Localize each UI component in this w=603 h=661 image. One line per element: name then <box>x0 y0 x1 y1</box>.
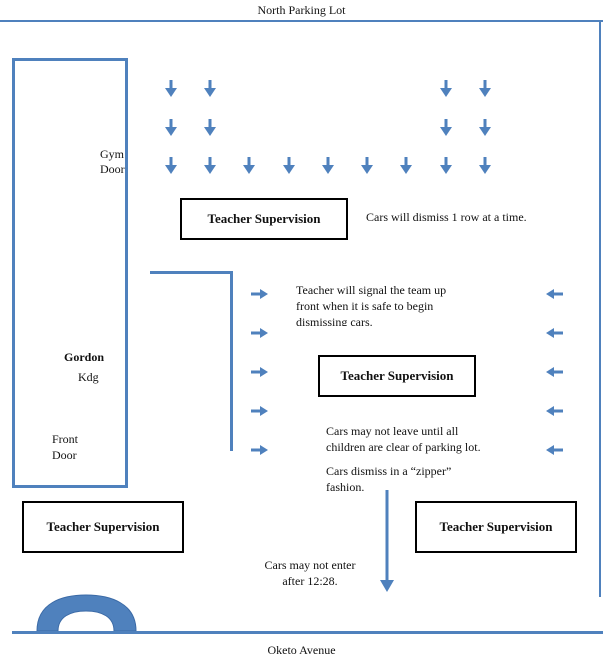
arrow-left-icon <box>546 328 563 338</box>
arrow-right-icon <box>251 328 268 338</box>
north-boundary-line <box>0 20 603 22</box>
signal-note-line2: front when it is safe to begin <box>296 299 434 313</box>
no-enter-note-line1: Cars may not enter <box>264 558 356 572</box>
arrow-right-icon <box>251 367 268 377</box>
arrow-down-icon <box>400 157 412 174</box>
arrow-down-icon <box>204 119 216 136</box>
teacher-supervision-middle: Teacher Supervision <box>318 355 476 397</box>
arrow-down-icon <box>440 119 452 136</box>
signal-note-line3: dismissing cars. <box>296 315 373 326</box>
arrow-down-icon <box>283 157 295 174</box>
front-door-label-line2: Door <box>52 448 77 462</box>
north-parking-lot-label: North Parking Lot <box>257 3 346 17</box>
arrow-down-icon <box>440 157 452 174</box>
building-name: Gordon <box>64 350 105 364</box>
dismiss-row-note: Cars will dismiss 1 row at a time. <box>366 210 527 224</box>
gym-door-label-line2: Door <box>100 162 125 176</box>
zipper-note-line2: fashion. <box>326 480 365 494</box>
arrow-down-icon <box>479 80 491 97</box>
arrow-down-icon <box>165 119 177 136</box>
arrow-left-icon <box>546 289 563 299</box>
arrow-down-icon <box>440 80 452 97</box>
arrow-down-icon <box>479 119 491 136</box>
arrow-down-icon <box>243 157 255 174</box>
arrow-right-icon <box>251 445 268 455</box>
arrow-left-icon <box>546 406 563 416</box>
inner-wall-horizontal <box>150 271 232 274</box>
inner-wall-vertical <box>230 271 233 451</box>
arrow-right-icon <box>251 406 268 416</box>
arrow-down-icon <box>165 157 177 174</box>
arrow-down-icon <box>322 157 334 174</box>
arrow-down-icon <box>361 157 373 174</box>
no-enter-note-line2: after 12:28. <box>282 574 338 588</box>
oketo-avenue-label: Oketo Avenue <box>267 643 336 657</box>
turnaround-curve-icon <box>36 594 137 632</box>
zipper-note-line1: Cars dismiss in a “zipper” <box>326 464 452 478</box>
arrow-down-icon <box>165 80 177 97</box>
building-subtitle: Kdg <box>78 370 99 384</box>
arrow-left-icon <box>546 445 563 455</box>
teacher-supervision-top: Teacher Supervision <box>180 198 348 240</box>
signal-note-line1: Teacher will signal the team up <box>296 283 447 297</box>
arrow-down-icon <box>204 157 216 174</box>
leave-note-line1: Cars may not leave until all <box>326 424 459 438</box>
long-arrow-down-icon <box>380 490 394 592</box>
gym-door-label-line1: Gym <box>100 147 124 161</box>
gordon-building-outline <box>12 58 128 488</box>
front-door-label-line1: Front <box>52 432 79 446</box>
arrow-down-icon <box>204 80 216 97</box>
south-boundary-line <box>12 631 603 634</box>
teacher-supervision-bottom-left: Teacher Supervision <box>22 501 184 553</box>
arrow-right-icon <box>251 289 268 299</box>
teacher-supervision-bottom-right: Teacher Supervision <box>415 501 577 553</box>
arrow-down-icon <box>479 157 491 174</box>
east-boundary-line <box>599 22 601 597</box>
leave-note-line2: children are clear of parking lot. <box>326 440 481 454</box>
arrow-left-icon <box>546 367 563 377</box>
